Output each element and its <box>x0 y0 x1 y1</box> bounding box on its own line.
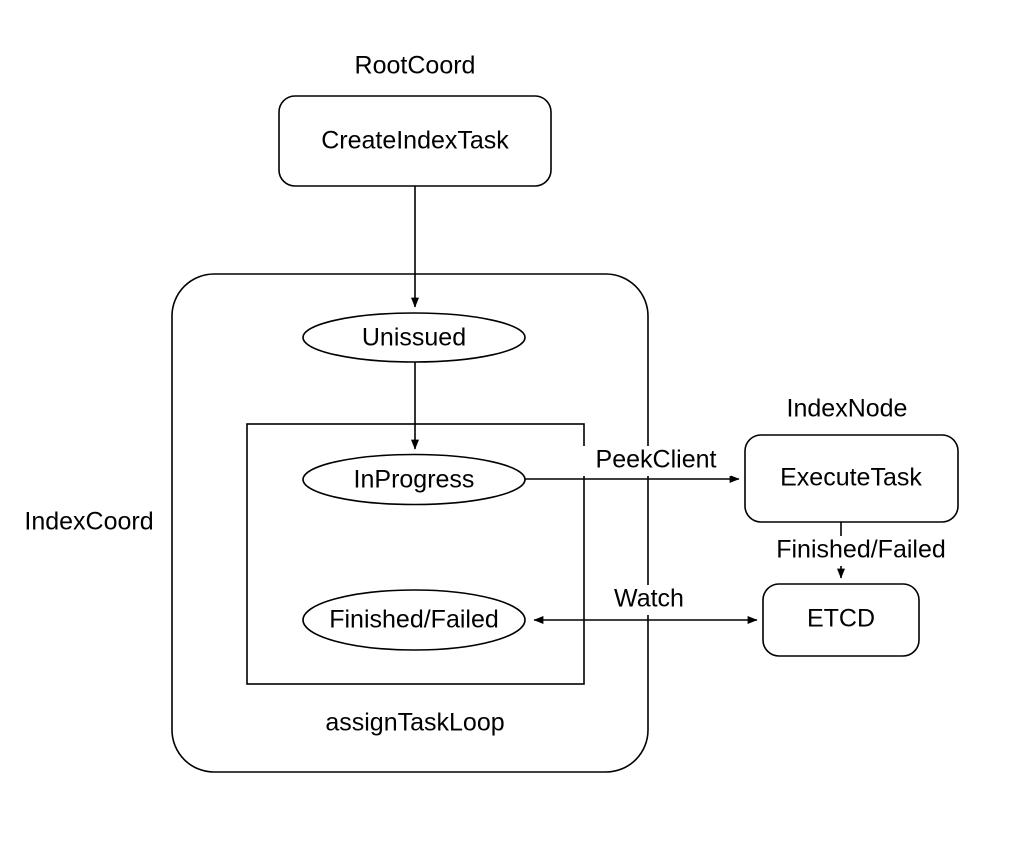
group-indexcoord-boundary <box>171 273 649 773</box>
edge-label-peekclient-group: PeekClient <box>581 446 731 476</box>
edge-label-watch-group: Watch <box>604 585 694 615</box>
edge-label-finished-failed-backdrop <box>759 536 963 566</box>
edge-label-watch-backdrop <box>604 585 694 615</box>
node-etcd[interactable]: ETCD <box>762 583 920 657</box>
node-create-index-task[interactable]: CreateIndexTask <box>278 95 552 187</box>
edge-label-finished-failed: Finished/Failed <box>776 536 946 564</box>
edge-label-peekclient: PeekClient <box>596 446 717 474</box>
node-execute-task[interactable]: ExecuteTask <box>744 434 959 523</box>
edge-label-watch: Watch <box>614 585 684 613</box>
edge-label-peekclient-backdrop <box>581 446 731 476</box>
edge-label-finished-failed-group: Finished/Failed <box>759 536 963 566</box>
node-inprogress-shape[interactable] <box>302 453 526 506</box>
node-finished-failed-label: Finished/Failed <box>329 606 499 634</box>
node-etcd-label: ETCD <box>807 605 875 633</box>
group-label-indexcoord: IndexCoord <box>24 508 153 536</box>
node-execute-task-shape[interactable] <box>744 434 959 523</box>
group-label-indexnode: IndexNode <box>787 395 908 423</box>
group-label-rootcoord: RootCoord <box>355 52 476 80</box>
node-inprogress-label: InProgress <box>354 466 475 494</box>
node-unissued-shape[interactable] <box>302 312 526 363</box>
node-inprogress[interactable]: InProgress <box>302 453 526 506</box>
node-create-index-task-label: CreateIndexTask <box>321 127 509 155</box>
node-etcd-shape[interactable] <box>762 583 920 657</box>
node-execute-task-label: ExecuteTask <box>780 464 922 492</box>
group-label-assigntaskloop: assignTaskLoop <box>325 709 504 737</box>
node-unissued-label: Unissued <box>362 324 466 352</box>
node-finished-failed-shape[interactable] <box>302 589 526 651</box>
node-finished-failed[interactable]: Finished/Failed <box>302 589 526 651</box>
node-unissued[interactable]: Unissued <box>302 312 526 363</box>
node-create-index-task-shape[interactable] <box>278 95 552 187</box>
